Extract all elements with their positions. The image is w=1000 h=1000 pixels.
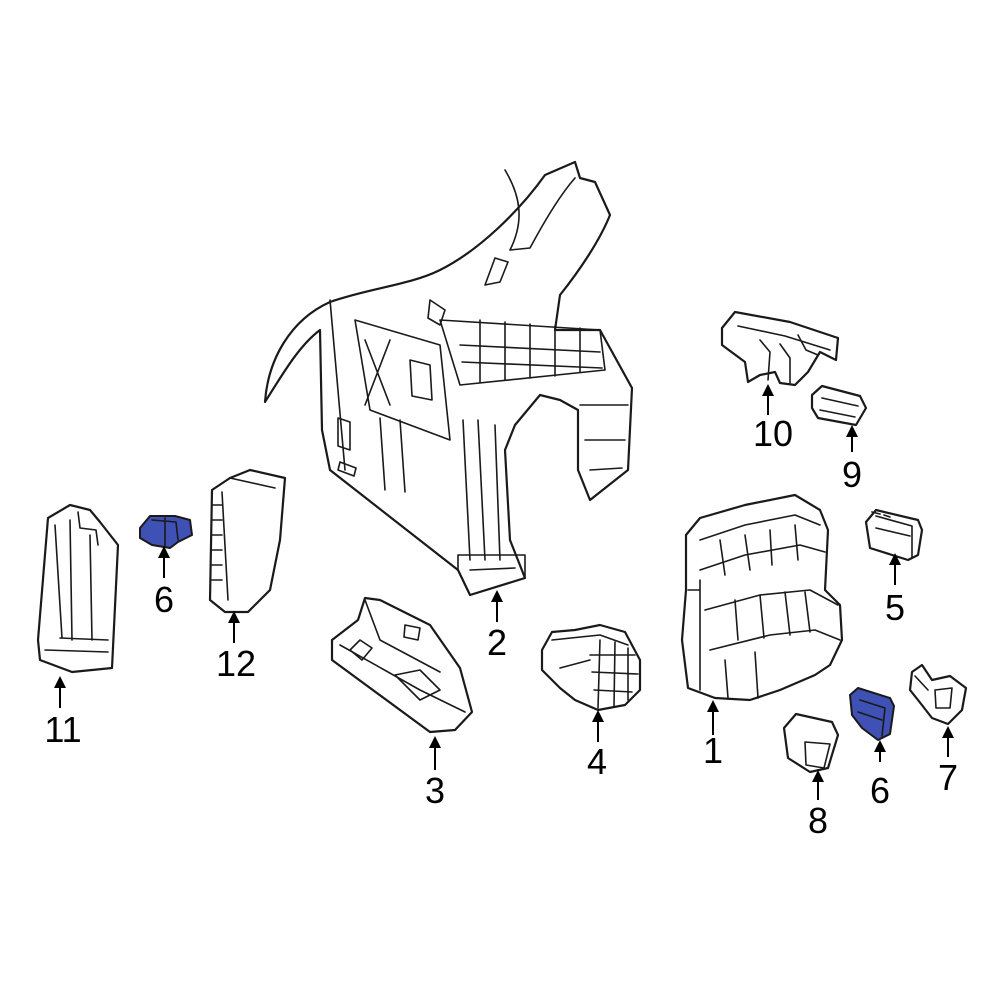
callout-2: 2 <box>487 622 507 663</box>
part-10-bracket <box>720 310 840 387</box>
callout-5: 5 <box>885 587 905 628</box>
part-7-plug <box>908 663 968 726</box>
part-12-module <box>208 468 287 614</box>
callout-10: 10 <box>753 413 793 454</box>
callout-7: 7 <box>938 757 958 798</box>
part-5-relay <box>864 508 924 562</box>
callout-12: 12 <box>216 643 256 684</box>
fuse-6-left-shape <box>139 515 193 549</box>
callout-4: 4 <box>587 741 607 782</box>
part-9-connector <box>810 384 868 427</box>
callout-6-left: 6 <box>154 579 174 620</box>
part-11-frame <box>36 503 120 674</box>
fuse-6-right-shape <box>849 687 895 741</box>
callout-9: 9 <box>842 454 862 495</box>
part-6-fuse-right <box>849 687 895 741</box>
callout-labels: 1 2 3 4 5 6 6 7 8 9 10 11 12 <box>44 413 958 841</box>
part-2-main-bracket <box>263 160 634 597</box>
part-4-connector <box>540 623 642 712</box>
callout-8: 8 <box>808 800 828 841</box>
callout-3: 3 <box>425 770 445 811</box>
callout-11: 11 <box>44 709 81 750</box>
part-1-fuse-box <box>680 493 844 702</box>
part-3-tray <box>330 596 474 734</box>
part-8-connector <box>782 712 840 774</box>
callout-arrows <box>54 384 954 800</box>
callout-6-right: 6 <box>870 770 890 811</box>
part-6-fuse-left <box>139 515 193 549</box>
callout-1: 1 <box>703 730 723 771</box>
